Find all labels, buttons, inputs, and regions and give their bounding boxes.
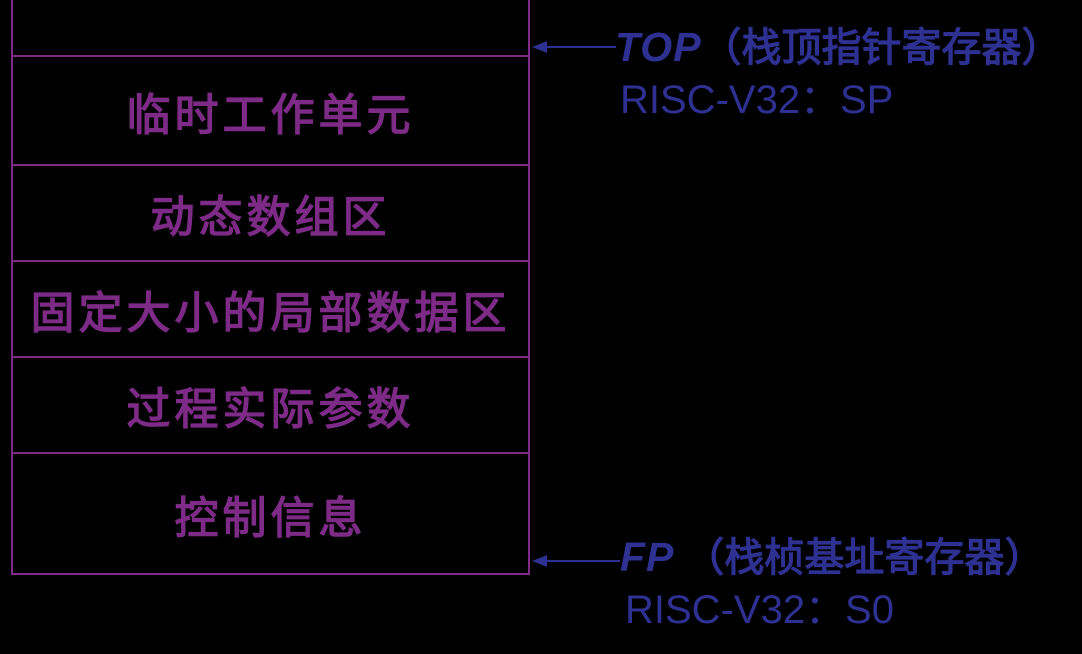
stack-row-temp-work-units: 临时工作单元 bbox=[13, 57, 528, 166]
fp-riscv-mapping: RISC-V32：S0 bbox=[625, 588, 894, 632]
arrow-left-icon bbox=[532, 41, 547, 53]
top-riscv-mapping: RISC-V32：SP bbox=[620, 78, 894, 122]
stack-row-label: 固定大小的局部数据区 bbox=[30, 288, 511, 339]
top-pointer-arrow bbox=[532, 40, 616, 54]
top-register-name: TOP bbox=[615, 24, 702, 70]
stack-row-fixed-local-data-area: 固定大小的局部数据区 bbox=[13, 262, 528, 358]
arrow-line bbox=[547, 46, 616, 48]
fp-register-name: FP bbox=[620, 534, 675, 580]
top-register-description: （栈顶指针寄存器） bbox=[701, 24, 1062, 71]
arrow-line bbox=[547, 560, 620, 562]
stack-row-actual-parameters: 过程实际参数 bbox=[13, 358, 528, 454]
stack-row-open-top bbox=[13, 0, 528, 57]
top-pointer-annotation: TOP（栈顶指针寄存器） RISC-V32：SP bbox=[615, 22, 1062, 123]
frame-pointer-annotation: FP（栈桢基址寄存器） RISC-V32：S0 bbox=[620, 532, 1044, 633]
fp-register-description: （栈桢基址寄存器） bbox=[684, 534, 1045, 581]
stack-row-label: 控制信息 bbox=[174, 492, 367, 544]
stack-row-dynamic-array-area: 动态数组区 bbox=[13, 166, 528, 262]
top-pointer-title: TOP（栈顶指针寄存器） bbox=[615, 22, 1062, 73]
stack-column: 临时工作单元 动态数组区 固定大小的局部数据区 过程实际参数 控制信息 bbox=[11, 0, 530, 575]
stack-row-control-info: 控制信息 bbox=[13, 454, 528, 575]
arrow-left-icon bbox=[532, 555, 547, 567]
frame-pointer-arrow bbox=[532, 554, 620, 568]
frame-pointer-title: FP（栈桢基址寄存器） bbox=[620, 532, 1044, 583]
stack-row-label: 过程实际参数 bbox=[126, 384, 415, 435]
stack-row-label: 动态数组区 bbox=[150, 192, 391, 243]
stack-row-label: 临时工作单元 bbox=[126, 89, 415, 141]
